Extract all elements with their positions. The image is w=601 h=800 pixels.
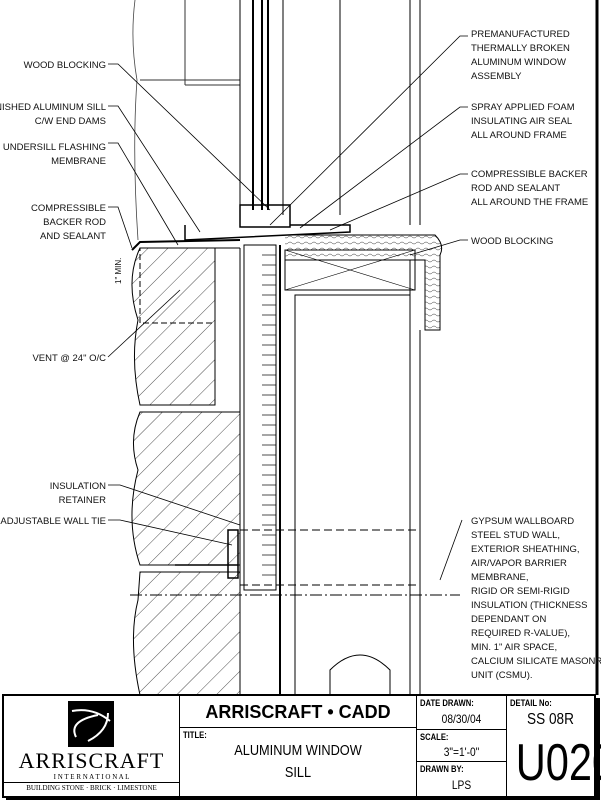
wall-assembly-line: INSULATION (THICKNESS (471, 600, 587, 611)
header-text: ARRISCRAFT • CADD (205, 702, 391, 722)
flashing-membrane (131, 239, 241, 251)
wall-assembly-line: GYPSUM WALLBOARD (471, 516, 574, 527)
logo-mark-icon (68, 701, 114, 747)
wall-assembly-line: DEPENDANT ON (471, 614, 546, 625)
wall-assembly-line: RIGID OR SEMI-RIGID (471, 586, 570, 597)
date-value: 08/30/04 (441, 712, 482, 726)
label-vent: VENT @ 24" O/C (32, 353, 106, 364)
leader-lines (107, 35, 468, 581)
title-block: ARRISCRAFT I N T E R N A T I O N A L BUI… (2, 694, 601, 798)
title-cell: TITLE: ALUMINUM WINDOW SILL (180, 728, 417, 796)
scale-label: SCALE: (420, 732, 449, 742)
wall-tie (227, 529, 239, 579)
scale-value: 3"=1'-0" (443, 745, 480, 759)
drawn-cell: DRAWN BY: LPS (417, 762, 507, 796)
aluminum-sill (184, 224, 351, 241)
title-line-1: ALUMINUM WINDOW (234, 742, 362, 759)
drawn-value: LPS (451, 778, 472, 792)
masonry-wall (131, 247, 216, 406)
scale-cell: SCALE: 3"=1'-0" (417, 730, 507, 762)
drawn-label: DRAWN BY: (420, 764, 464, 774)
title-label: TITLE: (183, 730, 207, 740)
logo-subtitle: I N T E R N A T I O N A L (4, 773, 179, 783)
logo-tagline: BUILDING STONE · BRICK · LIMESTONE (26, 784, 157, 792)
date-cell: DATE DRAWN: 08/30/04 (417, 696, 507, 730)
detail-label: DETAIL No: (510, 698, 552, 708)
sheet-number: U020 (515, 734, 601, 792)
detail-cell: DETAIL No: SS 08R U020 (507, 696, 601, 796)
existing-wall-edge (132, 0, 139, 241)
title-line-2: SILL (284, 764, 312, 781)
sill-section-drawing: WOOD BLOCKING PREFINISHED ALUMINUM SILLC… (0, 0, 601, 695)
logo-name: ARRISCRAFT (18, 748, 165, 773)
interior-sill (285, 234, 443, 331)
wall-assembly-line: STEEL STUD WALL, (471, 530, 560, 541)
rigid-insulation (243, 244, 277, 591)
wall-assembly-line: AIR/VAPOR BARRIER (471, 558, 567, 569)
wall-assembly-line: MIN. 1" AIR SPACE, (471, 642, 557, 653)
detail-number: SS 08R (527, 711, 574, 728)
window-frame (239, 0, 421, 228)
vent-opening (329, 654, 391, 695)
wall-assembly-line: EXTERIOR SHEATHING, (471, 544, 580, 555)
wall-assembly-line: CALCIUM SILICATE MASONRY (471, 656, 601, 667)
wall-assembly-line: MEMBRANE, (471, 572, 529, 583)
date-label: DATE DRAWN: (420, 698, 474, 708)
logo: ARRISCRAFT I N T E R N A T I O N A L BUI… (4, 696, 180, 796)
label-wood-blocking-left: WOOD BLOCKING (24, 60, 106, 71)
label-wood-blocking-right: WOOD BLOCKING (471, 236, 553, 247)
wall-assembly-line: REQUIRED R-VALUE), (471, 628, 570, 639)
label-min-dimension: 1" MIN. (114, 258, 123, 284)
header-cell: ARRISCRAFT • CADD (180, 696, 417, 728)
label-wall-tie: ADJUSTABLE WALL TIE (0, 516, 106, 527)
label-wall-assembly: GYPSUM WALLBOARD STEEL STUD WALL, EXTERIOR… (471, 516, 601, 681)
wall-assembly-line: UNIT (CSMU). (471, 670, 533, 681)
